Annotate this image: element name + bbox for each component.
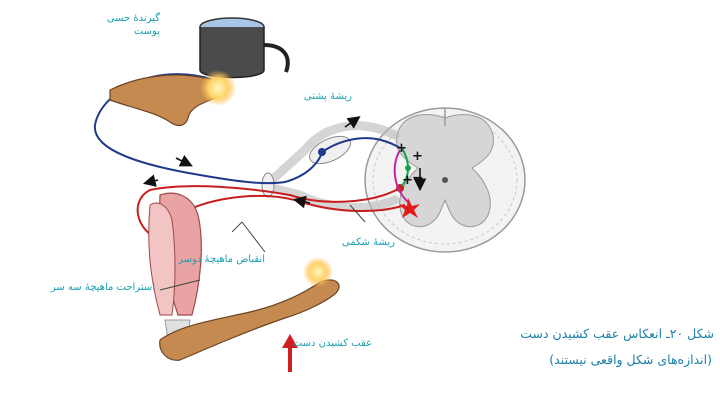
skin-receptor-label-line2: پوست xyxy=(133,26,160,37)
minus-sign: − xyxy=(412,170,424,186)
ventral-root-label: ریشهٔ شکمی xyxy=(341,237,395,248)
inhibitory-interneuron xyxy=(393,149,409,203)
arm-muscles xyxy=(148,192,202,341)
inhibitory-synapse xyxy=(399,198,420,218)
sensory-cell-body xyxy=(318,148,326,156)
plus-sign-3: + xyxy=(402,173,413,188)
plus-sign-1: + xyxy=(396,141,407,156)
dorsal-root-label: ریشهٔ پشتی xyxy=(303,91,352,102)
nerve-sheath xyxy=(261,172,275,198)
withdrawal-arrow xyxy=(282,334,298,372)
heat-stimulus-2 xyxy=(303,257,333,287)
figure-caption-title: شکل ۲۰ـ انعکاس عقب کشیدن دست xyxy=(520,326,714,341)
plus-sign-2: + xyxy=(412,149,423,164)
signal-arrows xyxy=(142,116,427,209)
motor-neuron-biceps xyxy=(136,185,401,241)
triceps-relaxation-label: استراحت ماهیچهٔ سه سر xyxy=(50,282,155,293)
biceps-contraction-label: انقباض ماهیچهٔ دوسر xyxy=(178,254,265,265)
heat-stimulus-1 xyxy=(200,70,236,106)
withdrawal-label: عقب کشیدن دست xyxy=(292,338,372,349)
upper-hand xyxy=(109,70,236,127)
central-canal xyxy=(442,177,448,183)
hot-pot xyxy=(199,17,290,79)
interneuron-body xyxy=(405,165,411,171)
figure-caption-note: (اندازه‌های شکل واقعی نیستند) xyxy=(549,352,712,367)
skin-receptor-label-line1: گیرندهٔ حسی xyxy=(106,13,160,24)
lower-arm xyxy=(159,257,340,361)
triceps-muscle xyxy=(148,202,176,316)
label-pointers xyxy=(159,204,366,291)
